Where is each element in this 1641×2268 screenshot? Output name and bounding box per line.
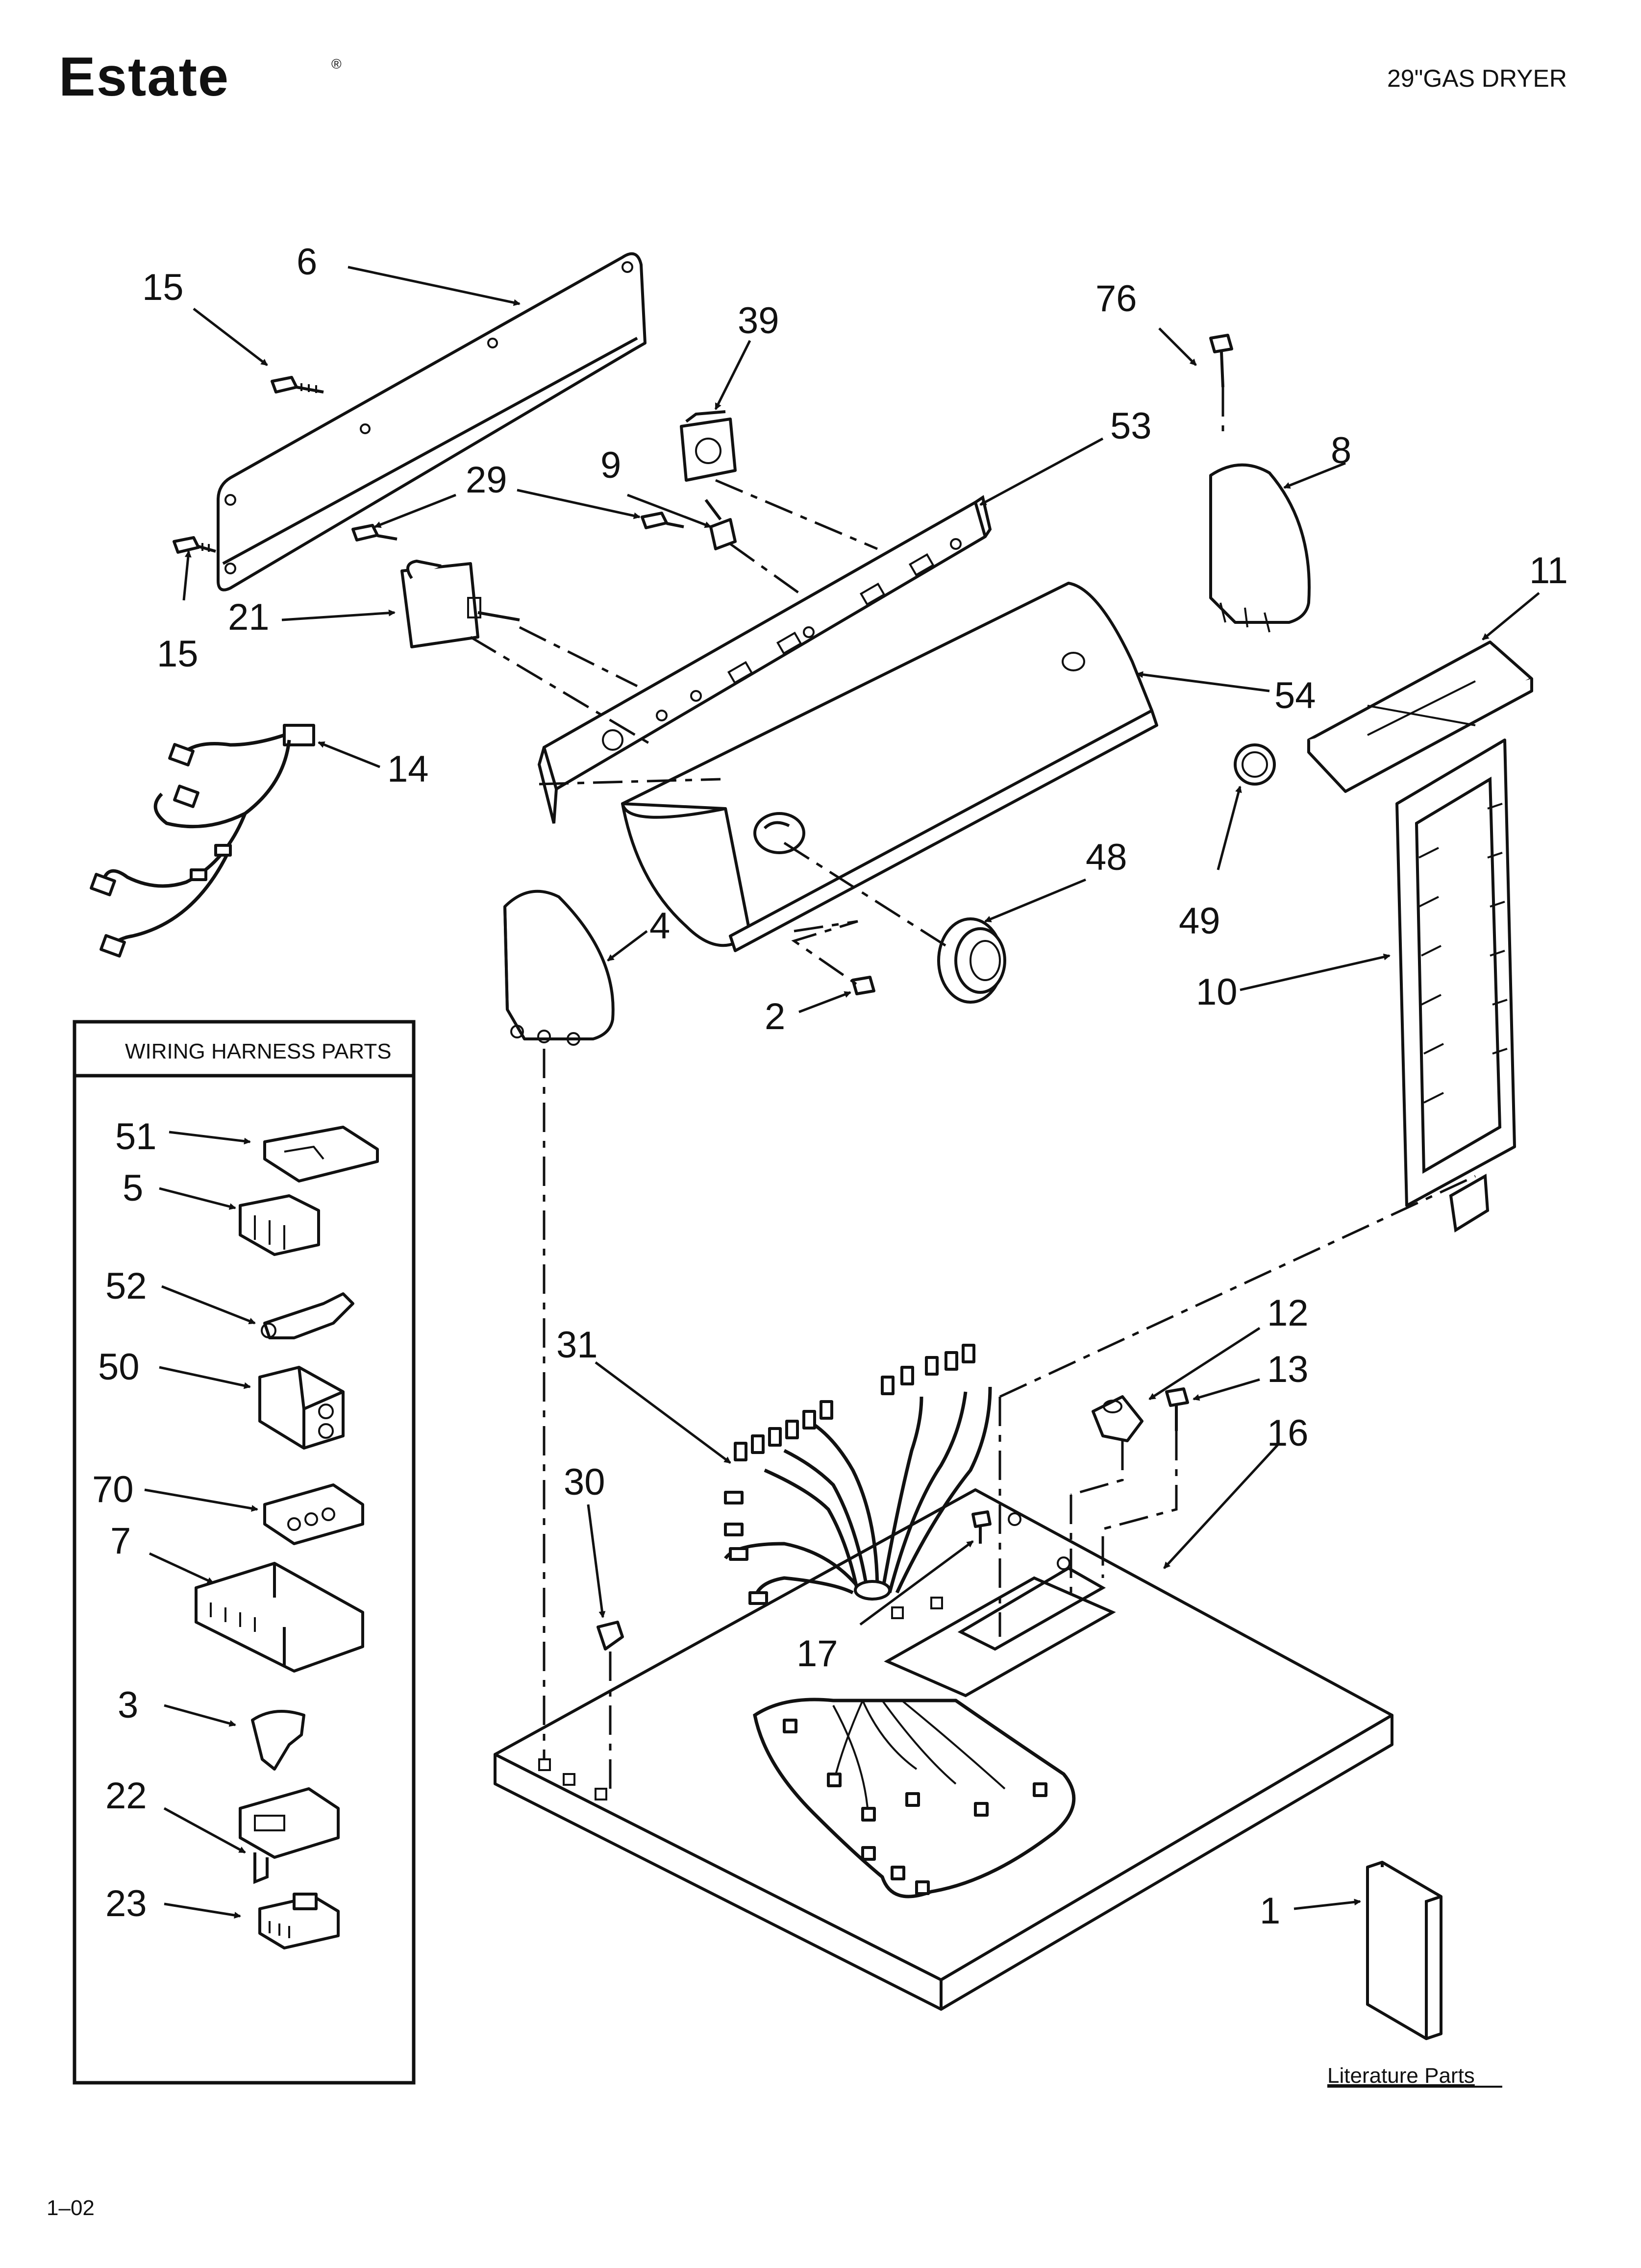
part-23-connector bbox=[258, 1893, 340, 1949]
callout-10: 10 bbox=[1196, 971, 1238, 1013]
part-1-literature bbox=[1366, 1861, 1442, 2040]
assembly-guide-lines bbox=[470, 387, 1476, 1789]
callout-53: 53 bbox=[1110, 405, 1152, 447]
callout-76: 76 bbox=[1095, 278, 1137, 320]
callout-39: 39 bbox=[738, 300, 779, 342]
part-12-bracket bbox=[1092, 1395, 1144, 1442]
part-70-connector bbox=[263, 1483, 364, 1545]
part-50-connector bbox=[258, 1366, 345, 1450]
part-15-screw-lower bbox=[173, 536, 216, 554]
callout-16: 16 bbox=[1267, 1412, 1309, 1454]
part-16-top-panel bbox=[494, 1488, 1393, 2011]
part-54-console bbox=[621, 582, 1158, 952]
part-53-control-panel bbox=[537, 495, 992, 824]
callout-17: 17 bbox=[796, 1633, 838, 1675]
part-21-timer bbox=[400, 560, 520, 648]
callout-13: 13 bbox=[1267, 1349, 1309, 1390]
callout-labels: 6 15 39 76 53 8 9 29 15 21 11 54 14 48 4… bbox=[92, 241, 1568, 1932]
wiring-harness-parts-box: WIRING HARNESS PARTS bbox=[73, 1020, 416, 2085]
part-8-end-cap bbox=[1209, 463, 1311, 633]
callout-3: 3 bbox=[118, 1684, 138, 1726]
callout-21: 21 bbox=[228, 596, 270, 638]
part-15-screw-upper bbox=[271, 376, 324, 394]
callout-49: 49 bbox=[1179, 900, 1220, 942]
part-7-connector-block bbox=[195, 1562, 364, 1673]
part-10-filter-housing bbox=[1395, 739, 1516, 1233]
callout-5: 5 bbox=[123, 1167, 143, 1209]
callout-15-upper: 15 bbox=[142, 267, 184, 308]
callout-48: 48 bbox=[1086, 837, 1127, 878]
callout-23: 23 bbox=[105, 1883, 147, 1924]
part-30-clip bbox=[597, 1621, 624, 1651]
part-51-connector bbox=[263, 1126, 379, 1183]
harness-connectors bbox=[724, 1344, 975, 1605]
callout-29: 29 bbox=[466, 459, 507, 501]
callout-4: 4 bbox=[649, 905, 670, 947]
callout-30: 30 bbox=[564, 1461, 605, 1503]
callout-12: 12 bbox=[1267, 1292, 1309, 1334]
part-76-screw bbox=[1209, 334, 1233, 388]
callout-15-lower: 15 bbox=[157, 633, 199, 675]
part-3-clip bbox=[251, 1710, 305, 1771]
callout-8: 8 bbox=[1331, 430, 1351, 471]
part-11-lint-filter bbox=[1307, 641, 1533, 793]
part-48-knob bbox=[937, 917, 1006, 1004]
callout-2: 2 bbox=[765, 996, 785, 1037]
leader-lines bbox=[144, 266, 1540, 1919]
callout-9: 9 bbox=[600, 444, 621, 486]
callout-52: 52 bbox=[105, 1265, 147, 1307]
callout-7: 7 bbox=[110, 1520, 131, 1562]
callout-54: 54 bbox=[1274, 675, 1316, 716]
part-29-screw-left bbox=[351, 524, 398, 542]
part-39-switch bbox=[680, 410, 737, 482]
callout-6: 6 bbox=[297, 241, 317, 283]
part-52-terminal bbox=[261, 1292, 354, 1339]
part-29-screw-right bbox=[641, 512, 684, 529]
part-2-screw bbox=[851, 976, 875, 995]
callout-14: 14 bbox=[387, 748, 429, 790]
part-5-connector bbox=[239, 1194, 320, 1256]
model-title: 29"GAS DRYER bbox=[1387, 65, 1567, 92]
part-49-knob bbox=[1234, 743, 1276, 786]
callout-50: 50 bbox=[98, 1346, 140, 1388]
part-4-end-cap bbox=[503, 889, 615, 1046]
part-17-screw bbox=[971, 1510, 992, 1544]
brand-logo: Estate bbox=[59, 46, 229, 107]
callout-22: 22 bbox=[105, 1775, 147, 1817]
part-13-screw bbox=[1165, 1387, 1189, 1431]
callout-11: 11 bbox=[1529, 550, 1568, 592]
part-22-housing bbox=[239, 1787, 340, 1884]
footer-code: 1–02 bbox=[47, 2196, 95, 2220]
callout-70: 70 bbox=[92, 1469, 134, 1510]
part-6-bracket bbox=[217, 252, 646, 592]
callout-51: 51 bbox=[115, 1116, 157, 1158]
callout-1: 1 bbox=[1260, 1890, 1280, 1932]
registered-mark: ® bbox=[331, 56, 342, 72]
part-14-wire-harness bbox=[90, 724, 315, 958]
callout-31: 31 bbox=[556, 1324, 598, 1366]
literature-parts-label: Literature Parts bbox=[1327, 2064, 1475, 2088]
part-31-wiring-harness bbox=[724, 1344, 992, 1605]
wiring-box-title: WIRING HARNESS PARTS bbox=[125, 1039, 392, 1063]
part-9-switch bbox=[704, 499, 737, 550]
